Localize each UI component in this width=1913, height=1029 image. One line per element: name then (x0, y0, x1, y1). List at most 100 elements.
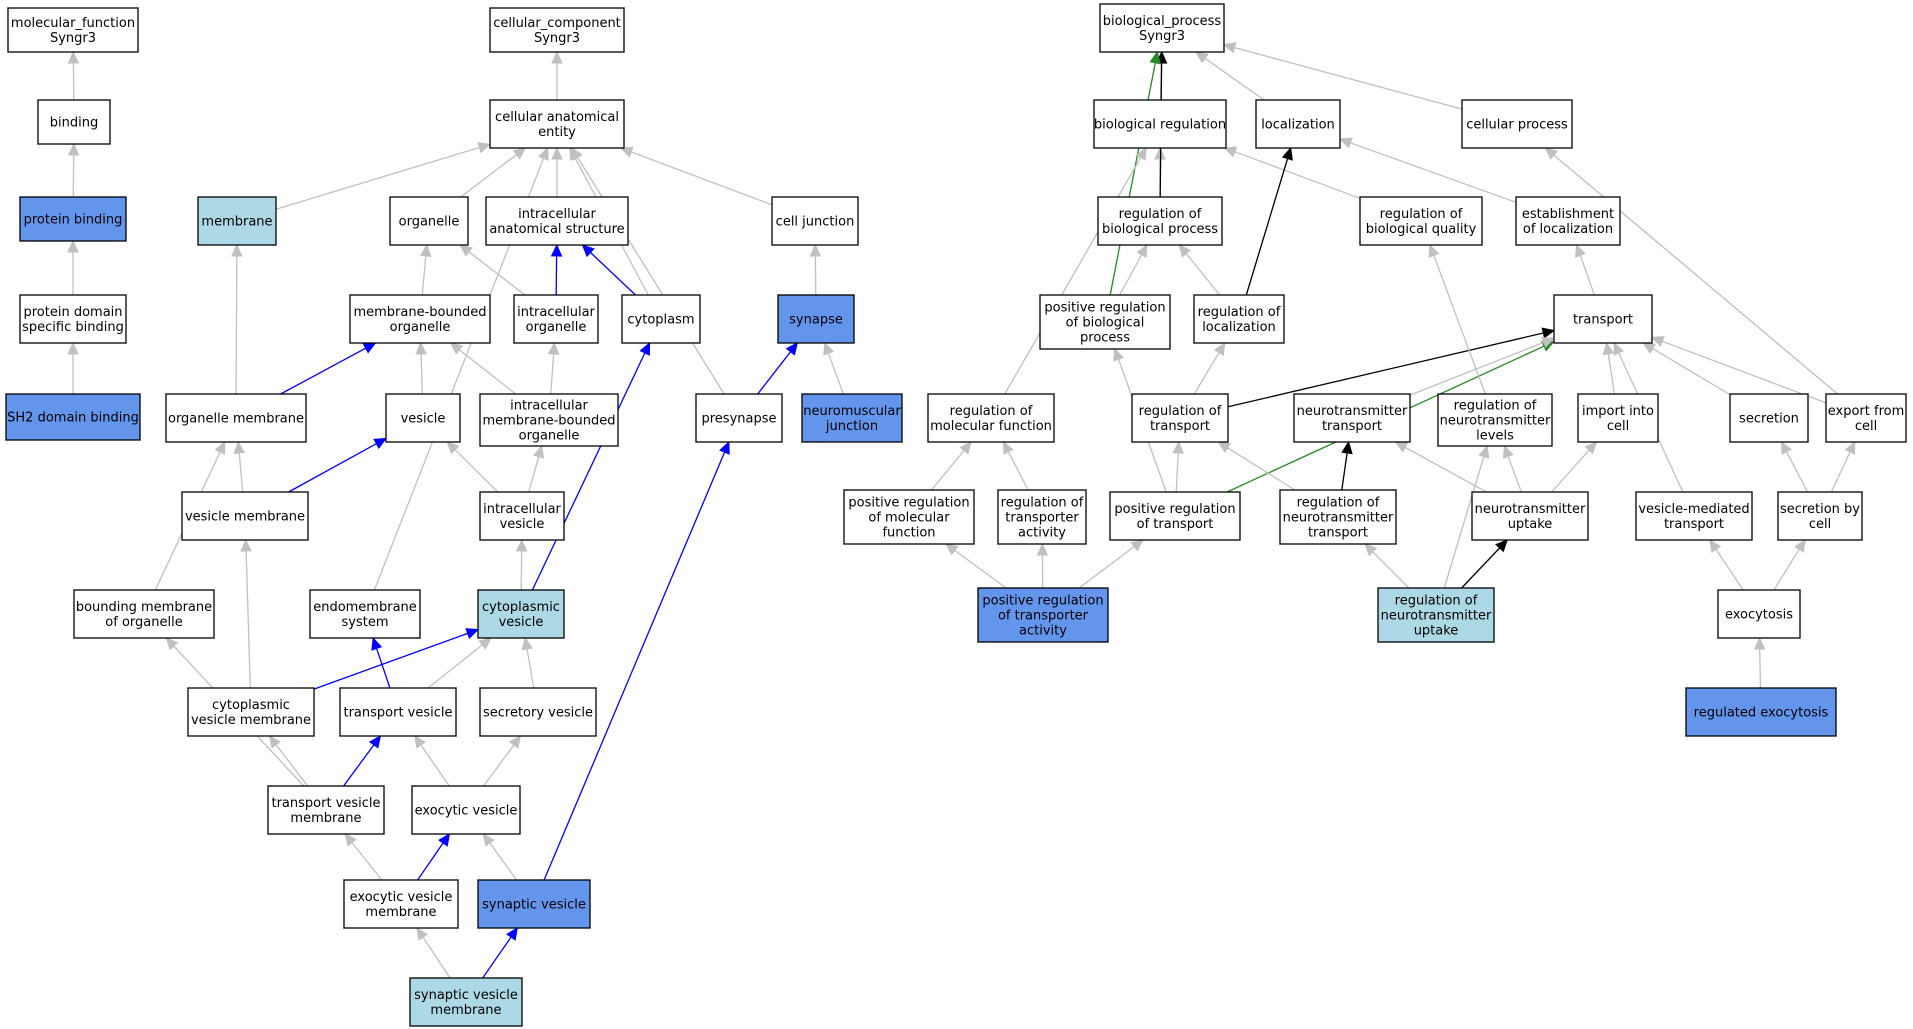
edge-evm-to-tvm (344, 833, 383, 881)
arrowhead-icon (371, 636, 383, 651)
node-sh2[interactable]: SH2 domain binding (5, 393, 141, 441)
node-label: neurotransmitter (1440, 414, 1551, 429)
node-synapse[interactable]: synapse (777, 294, 855, 344)
node-membrane[interactable]: membrane (197, 196, 277, 246)
node-om[interactable]: organelle membrane (165, 393, 307, 443)
edge-line (420, 744, 450, 787)
node-br[interactable]: biological regulation (1093, 99, 1227, 149)
node-box (37, 99, 111, 145)
edge-line (550, 353, 555, 395)
node-vm[interactable]: vesicle membrane (181, 491, 309, 541)
node-cj[interactable]: cell junction (771, 196, 859, 246)
edge-presynapse-to-cae (571, 146, 725, 395)
arrowhead-icon (477, 142, 492, 154)
node-loc[interactable]: localization (1255, 99, 1341, 149)
arrowhead-icon (67, 341, 79, 355)
node-label: levels (1476, 429, 1514, 444)
edge-line (1551, 449, 1590, 493)
edge-prmf-to-rmf (930, 441, 972, 491)
node-box (771, 196, 859, 246)
node-synv[interactable]: synaptic vesicle (477, 879, 591, 929)
edge-line (1185, 253, 1221, 296)
arrowhead-icon (508, 735, 522, 749)
edge-line (235, 255, 238, 395)
node-ev[interactable]: exocytic vesicle (411, 785, 521, 835)
node-cytoplasm[interactable]: cytoplasm (621, 294, 701, 344)
node-box (621, 294, 701, 344)
node-rexo[interactable]: regulated exocytosis (1685, 687, 1837, 737)
edge-line (930, 450, 965, 491)
node-sv[interactable]: secretory vesicle (479, 687, 597, 737)
node-box (1717, 589, 1801, 639)
edge-line (1175, 452, 1179, 493)
node-organelle[interactable]: organelle (389, 196, 469, 246)
edge-synapse-to-cj (809, 243, 822, 296)
node-box (165, 393, 307, 443)
node-vesicle[interactable]: vesicle (385, 393, 461, 443)
node-binding[interactable]: binding (37, 99, 111, 145)
edge-mbo-to-organelle (419, 243, 432, 296)
node-label: exocytosis (1725, 608, 1793, 623)
edge-vm-to-vesicle (288, 437, 388, 493)
node-label: anatomical structure (489, 222, 624, 237)
node-box (1437, 393, 1553, 447)
node-tv[interactable]: transport vesicle (339, 687, 457, 737)
edge-sbc-to-efc (1830, 440, 1856, 493)
node-label: intracellular (510, 399, 588, 414)
node-box (409, 977, 523, 1027)
node-label: secretory vesicle (483, 706, 593, 721)
edge-cytoplasm-to-ias (581, 244, 636, 296)
edge-line (375, 648, 391, 689)
node-box (695, 393, 783, 443)
node-cp[interactable]: cellular process (1461, 99, 1573, 149)
node-secretion[interactable]: secretion (1729, 393, 1809, 443)
arrowhead-icon (1341, 440, 1353, 455)
node-box (479, 491, 565, 541)
node-presynapse[interactable]: presynapse (695, 393, 783, 443)
node-transport[interactable]: transport (1553, 294, 1653, 344)
node-pb[interactable]: protein binding (19, 196, 127, 242)
node-box (777, 294, 855, 344)
node-exocytosis[interactable]: exocytosis (1717, 589, 1801, 639)
edge-line (757, 351, 792, 395)
arrowhead-icon (719, 440, 730, 455)
